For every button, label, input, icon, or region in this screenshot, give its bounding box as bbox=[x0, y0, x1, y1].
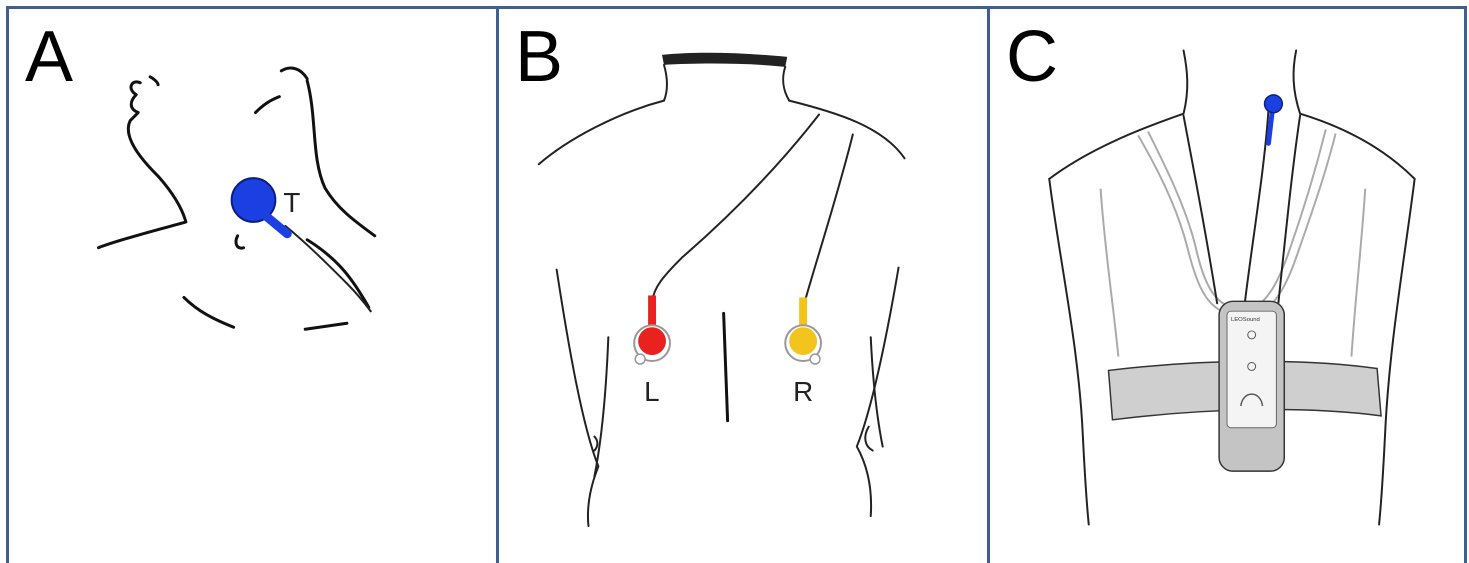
front-body-illustration: LEOSound bbox=[990, 9, 1464, 563]
recording-device: LEOSound bbox=[1219, 301, 1284, 471]
electrode-neck-disc bbox=[1265, 95, 1283, 113]
panel-a: T A bbox=[6, 6, 499, 563]
electrode-r-label: R bbox=[793, 376, 813, 407]
device-brand: LEOSound bbox=[1231, 317, 1260, 323]
electrode-l-label: L bbox=[644, 376, 659, 407]
panel-b-letter: B bbox=[515, 21, 563, 93]
electrode-t-label: T bbox=[283, 187, 300, 218]
electrode-r: R bbox=[785, 297, 821, 406]
electrode-l-disc bbox=[638, 327, 666, 355]
panel-c-letter: C bbox=[1006, 21, 1058, 93]
panel-b: L R B bbox=[496, 6, 990, 563]
panel-c: LEOSound C bbox=[987, 6, 1467, 563]
neck-illustration: T bbox=[9, 9, 499, 563]
back-illustration: L R bbox=[499, 9, 990, 563]
electrode-t: T bbox=[232, 178, 301, 234]
electrode-r-disc bbox=[789, 327, 817, 355]
panel-a-letter: A bbox=[25, 21, 73, 93]
electrode-l: L bbox=[634, 295, 670, 406]
